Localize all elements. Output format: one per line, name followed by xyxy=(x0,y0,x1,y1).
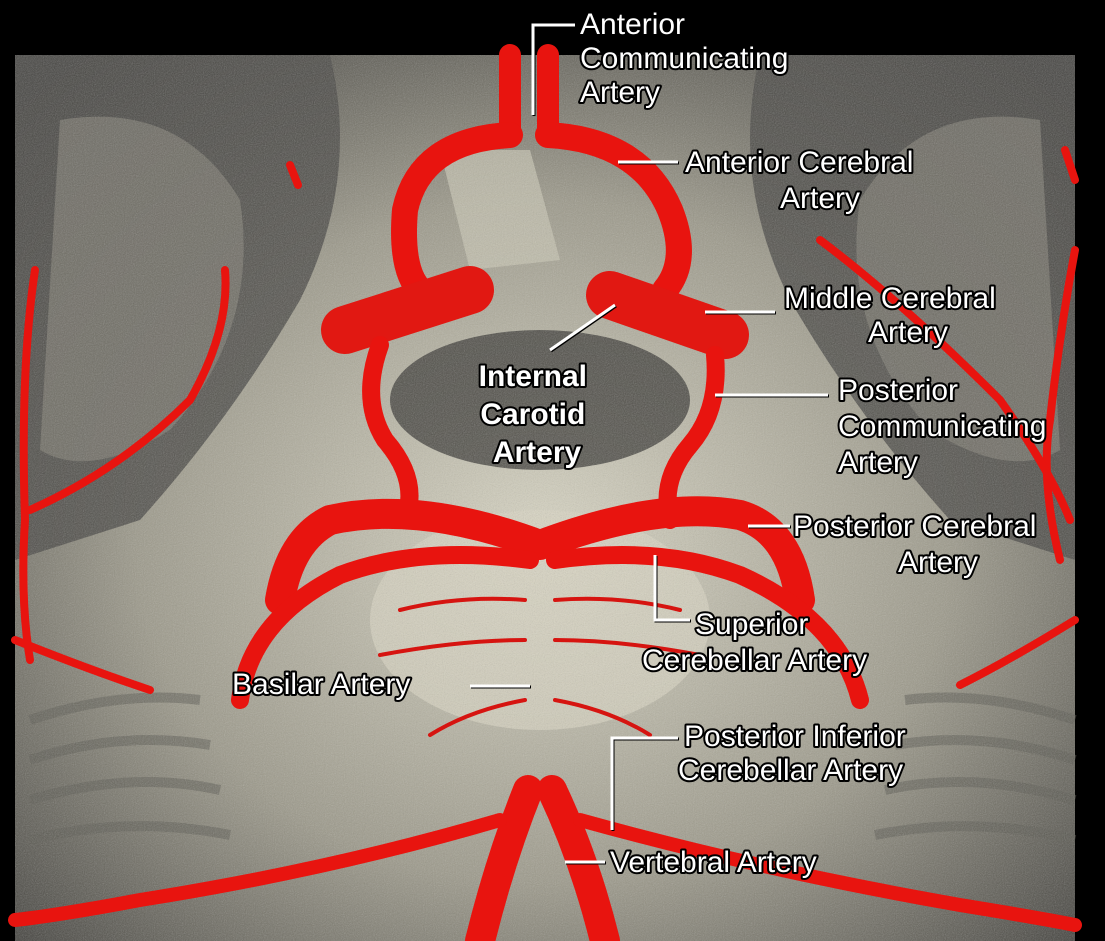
label-vertebral: Vertebral Artery xyxy=(610,846,817,879)
label-internal-carotid: Internal Carotid Artery xyxy=(479,360,596,469)
label-posterior-inferior-cerebellar: Posterior Inferior Cerebellar Artery xyxy=(678,720,914,787)
label-basilar: Basilar Artery xyxy=(232,668,410,701)
